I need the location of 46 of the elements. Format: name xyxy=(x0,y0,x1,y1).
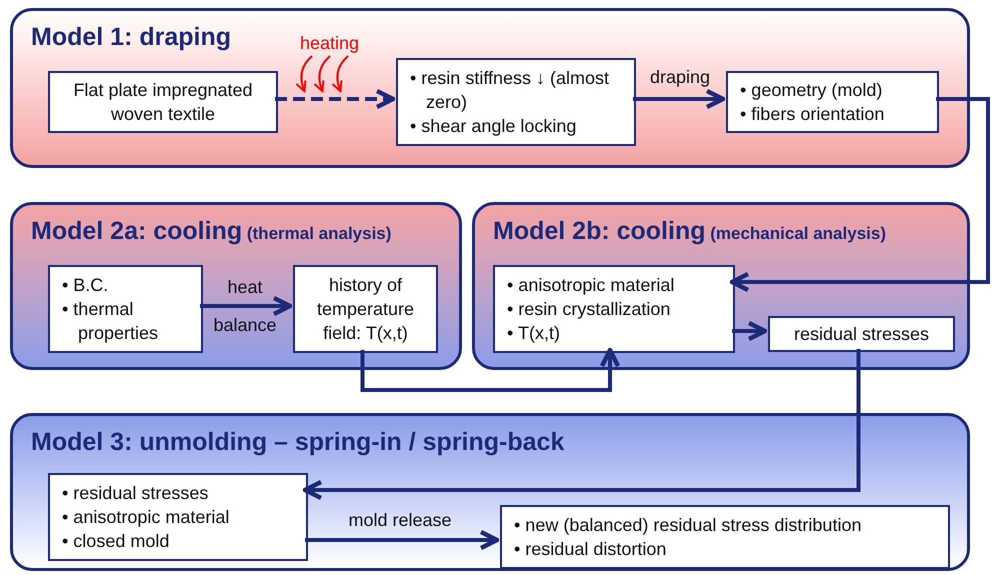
edge-label: heat balance xyxy=(212,276,278,337)
arrow xyxy=(302,349,860,500)
edge-label: mold release xyxy=(347,509,453,532)
panel-title: Model 2a: cooling (thermal analysis) xyxy=(31,216,392,247)
bullet-item: • fibers orientation xyxy=(740,103,886,126)
bullet-item: • closed mold xyxy=(62,530,170,553)
model-panel xyxy=(472,202,970,370)
panel-title: Model 2b: cooling (mechanical analysis) xyxy=(493,216,886,247)
arrow xyxy=(305,530,500,550)
text-box xyxy=(768,316,955,352)
arrow xyxy=(275,88,396,110)
box-text: history of temperature field: T(x,t) xyxy=(316,274,416,345)
arrow xyxy=(730,97,990,292)
text-box xyxy=(726,71,939,133)
bullet-item: • anisotropic material xyxy=(507,274,676,297)
bullet-item: • anisotropic material xyxy=(62,506,230,529)
bullet-item: • T(x,t) xyxy=(507,322,561,345)
edge-label: draping xyxy=(648,66,712,89)
bullet-item: • new (balanced) residual stress distribution xyxy=(514,514,862,537)
text-box xyxy=(48,265,203,353)
model-panel xyxy=(10,413,970,571)
panel-title: Model 1: draping xyxy=(31,22,231,53)
text-box xyxy=(396,58,636,146)
text-box xyxy=(293,265,438,353)
heating-label: heating xyxy=(300,32,360,55)
bullet-item: • thermal properties xyxy=(62,298,160,345)
arrow xyxy=(200,296,292,316)
box-text: residual stresses xyxy=(792,323,930,346)
text-box xyxy=(500,505,950,569)
bullet-item: • resin stiffness ↓ (almost zero) xyxy=(410,67,610,114)
panel-title: Model 3: unmolding – spring-in / spring-back xyxy=(31,427,564,458)
bullet-item: • resin crystallization xyxy=(507,298,672,321)
bullet-item: • residual distortion xyxy=(514,538,668,561)
bullet-item: • geometry (mold) xyxy=(740,79,884,102)
bullet-item: • residual stresses xyxy=(62,482,210,505)
text-box xyxy=(48,473,308,561)
bullet-item: • B.C. xyxy=(62,274,110,297)
model-panel xyxy=(10,202,462,370)
arrow xyxy=(633,88,726,110)
model-panel xyxy=(10,8,970,168)
text-box xyxy=(493,265,735,353)
arrow xyxy=(732,320,768,342)
bullet-item: • shear angle locking xyxy=(410,115,578,138)
arrow xyxy=(360,348,620,392)
box-text: Flat plate impregnated woven textile xyxy=(72,79,254,126)
text-box xyxy=(48,71,278,133)
